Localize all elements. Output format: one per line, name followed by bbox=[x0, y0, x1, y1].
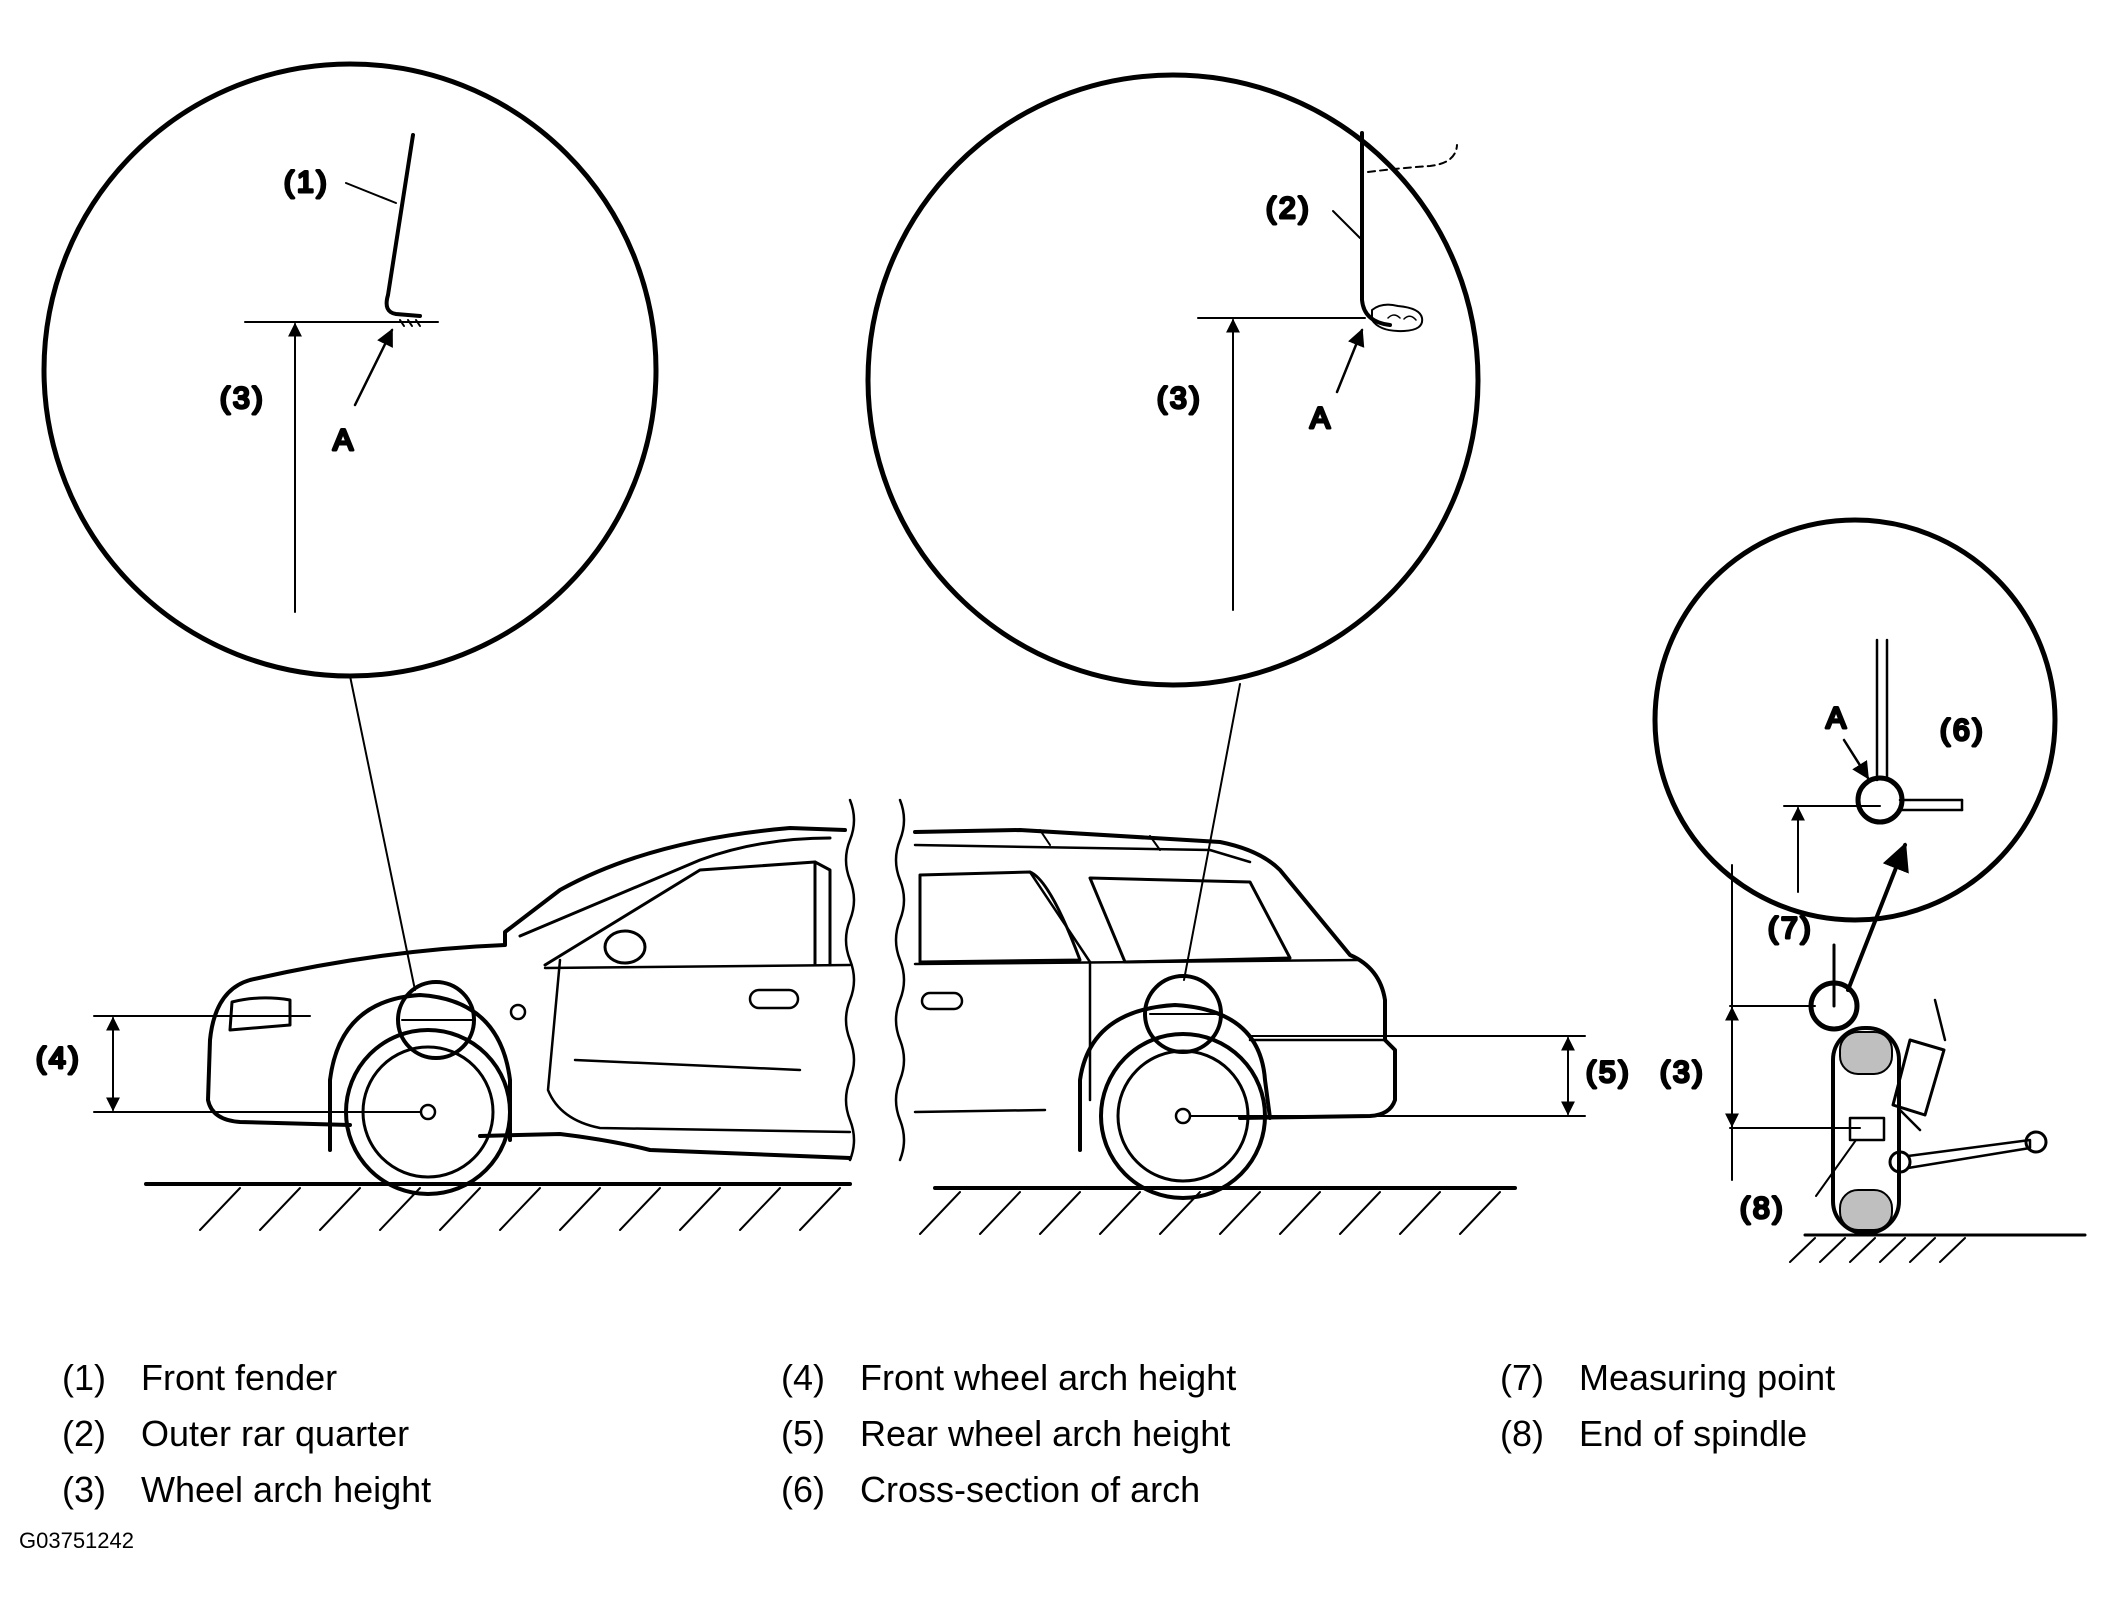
legend-text: End of spindle bbox=[1579, 1413, 1808, 1454]
front-arch-height-dimension: (4) bbox=[35, 1015, 421, 1113]
label-measuring-point-7: (7) bbox=[1768, 912, 1814, 945]
label-outer-rear-quarter-2: (2) bbox=[1266, 192, 1312, 225]
legend-text: Wheel arch height bbox=[141, 1469, 432, 1510]
label-cross-section-6: (6) bbox=[1940, 714, 1986, 747]
label-a-rear: A bbox=[1310, 402, 1333, 435]
label-a-front: A bbox=[333, 424, 356, 457]
label-wheel-arch-height-side-3: (3) bbox=[1660, 1056, 1706, 1089]
legend-number: (8) bbox=[1500, 1413, 1544, 1454]
front-detail-circle: (1) (3) A bbox=[41, 61, 659, 679]
front-detail-leader bbox=[349, 675, 416, 991]
legend-item: (7) Measuring point bbox=[1500, 1350, 2060, 1406]
legend-number: (5) bbox=[781, 1413, 825, 1454]
legend-item: (1) Front fender bbox=[62, 1350, 622, 1406]
legend-number: (2) bbox=[62, 1413, 106, 1454]
legend-number: (3) bbox=[62, 1469, 106, 1510]
car-rear-half bbox=[894, 798, 1397, 1200]
legend-text: Front fender bbox=[141, 1357, 338, 1398]
legend-text: Measuring point bbox=[1579, 1357, 1836, 1398]
legend-number: (7) bbox=[1500, 1357, 1544, 1398]
label-rear-wheel-arch-height-5: (5) bbox=[1586, 1056, 1632, 1089]
legend-text: Rear wheel arch height bbox=[860, 1413, 1231, 1454]
legend-number: (1) bbox=[62, 1357, 106, 1398]
legend-number: (4) bbox=[781, 1357, 825, 1398]
side-view-wheel: (7) (3) (8) bbox=[1659, 842, 2087, 1263]
legend-item: (3) Wheel arch height bbox=[62, 1462, 622, 1518]
label-front-fender-1: (1) bbox=[284, 166, 330, 199]
legend-item: (8) End of spindle bbox=[1500, 1406, 2060, 1462]
label-end-of-spindle-8: (8) bbox=[1740, 1192, 1786, 1225]
rear-detail-leader bbox=[1183, 683, 1241, 981]
legend-item: (5) Rear wheel arch height bbox=[781, 1406, 1421, 1462]
label-front-wheel-arch-height-4: (4) bbox=[36, 1042, 82, 1075]
rear-detail-circle: (2) (3) A bbox=[865, 72, 1481, 688]
legend-column-3: (7) Measuring point (8) End of spindle bbox=[1500, 1350, 2060, 1462]
ground-front bbox=[144, 1182, 852, 1231]
legend-item: (4) Front wheel arch height bbox=[781, 1350, 1421, 1406]
legend-item: (2) Outer rar quarter bbox=[62, 1406, 622, 1462]
legend-column-1: (1) Front fender (2) Outer rar quarter (3)… bbox=[62, 1350, 622, 1518]
ground-rear bbox=[919, 1186, 1517, 1235]
figure-id: G03751242 bbox=[19, 1528, 134, 1553]
legend-text: Front wheel arch height bbox=[860, 1357, 1237, 1398]
label-wheel-arch-height-rear-3: (3) bbox=[1157, 382, 1203, 415]
legend-column-2: (4) Front wheel arch height (5) Rear wheel… bbox=[781, 1350, 1421, 1518]
rear-arch-height-dimension: (5) bbox=[1189, 1035, 1632, 1117]
legend-text: Outer rar quarter bbox=[141, 1413, 410, 1454]
cross-section-detail-circle: A (6) bbox=[1652, 517, 2058, 923]
car-front-half bbox=[206, 798, 856, 1196]
legend-text: Cross-section of arch bbox=[860, 1469, 1201, 1510]
legend-number: (6) bbox=[781, 1469, 825, 1510]
label-wheel-arch-height-front-3: (3) bbox=[220, 382, 266, 415]
wheel-arch-diagram: (1) (3) A (2) (3) A bbox=[35, 61, 2087, 1263]
label-a-cross-section: A bbox=[1826, 702, 1849, 735]
legend-item: (6) Cross-section of arch bbox=[781, 1462, 1421, 1518]
